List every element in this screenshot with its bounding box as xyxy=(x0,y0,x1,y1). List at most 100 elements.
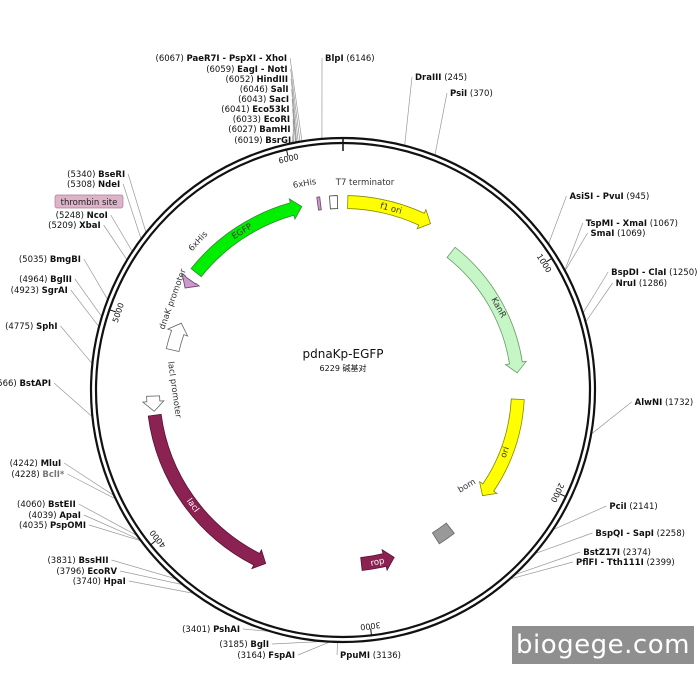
site-enzyme: EcoRV xyxy=(87,567,117,577)
site-enzyme: SalI xyxy=(271,85,289,95)
site-position: (5308) xyxy=(67,180,95,190)
site-enzyme: BamHI xyxy=(259,125,290,135)
site-position: (1067) xyxy=(650,219,678,229)
site-leader-line xyxy=(120,570,184,586)
feature-laci-promoter-label: lacI promoter xyxy=(165,361,183,419)
tick-label: 5000 xyxy=(111,302,126,324)
site-label: (4964) BglII xyxy=(19,275,72,285)
site-position: (1250) xyxy=(669,268,697,278)
site-label: AsiSI - PvuI (945) xyxy=(569,192,649,202)
site-enzyme: PshAI xyxy=(213,625,240,635)
site-enzyme: ApaI xyxy=(59,511,81,521)
site-position: (5035) xyxy=(19,255,47,265)
site-label: (6041) Eco53kI xyxy=(221,105,289,115)
site-position: (4060) xyxy=(17,500,45,510)
site-leader-line xyxy=(271,641,326,645)
site-leader-line xyxy=(291,88,298,143)
site-enzyme: SgrAI xyxy=(42,286,68,296)
site-position: (6067) xyxy=(156,54,184,64)
site-label: (3401) PshAI xyxy=(182,625,240,635)
site-position: (6146) xyxy=(346,54,374,64)
site-enzyme: SacI xyxy=(269,95,289,105)
site-label: PflFI - Tth111I (2399) xyxy=(576,558,675,568)
site-label: SmaI (1069) xyxy=(591,229,646,239)
site-enzyme: PflFI - Tth111I xyxy=(576,558,644,568)
site-enzyme: BsrGI xyxy=(265,136,291,146)
site-enzyme: BlpI xyxy=(325,54,344,64)
site-leader-line xyxy=(292,108,296,143)
site-label: (6027) BamHI xyxy=(228,125,290,135)
site-position: (3740) xyxy=(73,577,101,587)
site-leader-line xyxy=(291,128,294,144)
site-label: (5209) XbaI xyxy=(48,221,101,231)
site-position: (4039) xyxy=(28,511,56,521)
site-enzyme: BssHII xyxy=(78,556,108,566)
site-leader-line xyxy=(127,173,147,233)
site-label: BlpI (6146) xyxy=(325,54,375,64)
site-enzyme: BspQI - SapI xyxy=(595,529,654,539)
site-position: (3401) xyxy=(182,625,210,635)
site-leader-line xyxy=(289,57,303,142)
site-label: DraIII (245) xyxy=(415,73,467,83)
feature-6xhis-label: 6xHis xyxy=(187,229,211,254)
site-leader-line xyxy=(434,92,448,156)
watermark: biogege.com xyxy=(512,626,694,664)
site-enzyme: HindIII xyxy=(256,75,288,85)
site-enzyme: BglII xyxy=(50,275,72,285)
site-label: (3831) BssHII xyxy=(47,556,108,566)
site-leader-line xyxy=(290,78,299,143)
site-position: (5209) xyxy=(48,221,76,231)
site-leader-line xyxy=(110,214,133,252)
site-label: PpuMI (3136) xyxy=(340,651,401,661)
site-enzyme: BstAPI xyxy=(19,379,51,389)
site-leader-line xyxy=(585,282,613,323)
site-position: (5340) xyxy=(67,170,95,180)
site-position: (6043) xyxy=(238,95,266,105)
site-label: (5340) BseRI xyxy=(67,170,125,180)
site-position: (4566) xyxy=(0,379,17,389)
site-position: (6041) xyxy=(221,105,249,115)
feature-6xhis xyxy=(181,272,201,289)
site-enzyme: BstEII xyxy=(48,500,76,510)
site-enzyme: MluI xyxy=(41,459,62,469)
site-enzyme: NdeI xyxy=(98,180,120,190)
site-position: (1732) xyxy=(665,398,693,408)
site-label: (4035) PspOMI xyxy=(19,521,86,531)
site-enzyme: DraIII xyxy=(415,73,441,83)
site-position: (3796) xyxy=(56,567,84,577)
tick-label: 3000 xyxy=(360,620,381,631)
site-position: (370) xyxy=(470,89,493,99)
feature-rop xyxy=(360,548,395,572)
site-enzyme: BseRI xyxy=(98,170,125,180)
site-enzyme: XbaI xyxy=(79,221,101,231)
site-position: (3164) xyxy=(237,651,265,661)
site-position: (1069) xyxy=(617,229,645,239)
tick-mark xyxy=(150,540,157,546)
site-enzyme: PspOMI xyxy=(50,521,86,531)
site-label: (4775) SphI xyxy=(5,322,57,332)
site-leader-line xyxy=(83,258,109,300)
site-label: (6059) EagI - NotI xyxy=(206,65,287,75)
site-position: (2141) xyxy=(629,502,657,512)
site-leader-line xyxy=(509,561,574,580)
site-labels: (6067) PaeR7I - PspXI - XhoI(6059) EagI … xyxy=(0,54,697,661)
feature-bom xyxy=(431,522,455,545)
site-leader-line xyxy=(67,473,116,500)
site-label: TspMI - XmaI (1067) xyxy=(586,219,678,229)
site-leader-line xyxy=(70,289,100,328)
site-enzyme: AsiSI - PvuI xyxy=(569,192,623,202)
site-leader-line xyxy=(83,514,141,541)
site-position: (6027) xyxy=(228,125,256,135)
feature-f1-ori xyxy=(347,195,432,230)
site-enzyme: HpaI xyxy=(104,577,126,587)
site-position: (2374) xyxy=(623,548,651,558)
site-position: (6033) xyxy=(233,115,261,125)
site-label: PsiI (370) xyxy=(450,89,493,99)
site-enzyme: AlwNI xyxy=(635,398,663,408)
plasmid-size: 6229 碱基对 xyxy=(320,363,367,373)
site-label: AlwNI (1732) xyxy=(635,398,694,408)
site-leader-line xyxy=(582,271,609,314)
site-leader-line xyxy=(552,505,607,531)
